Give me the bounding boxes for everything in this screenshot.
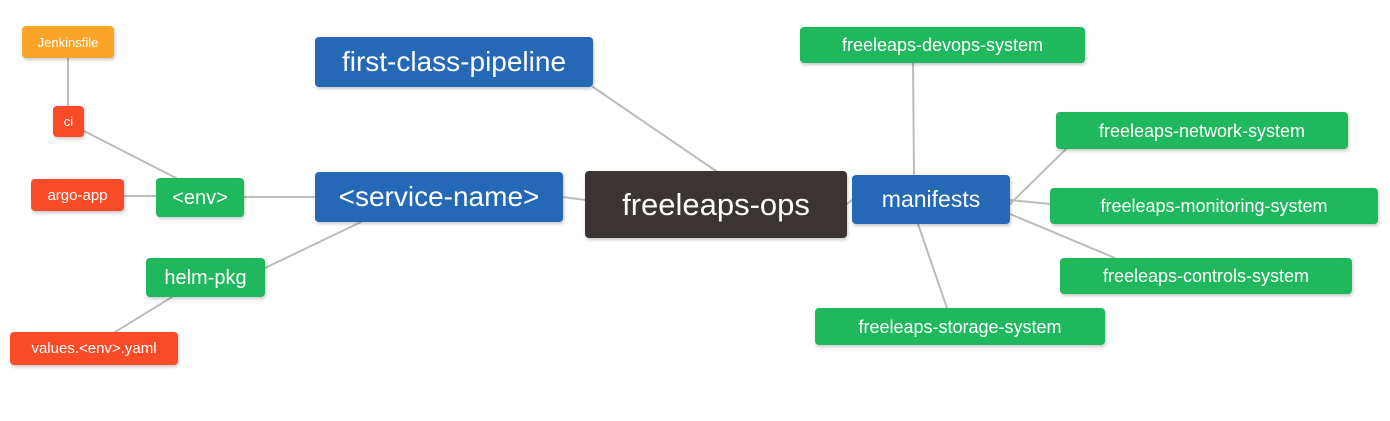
mindmap-node-label: helm-pkg [164,266,247,289]
mindmap-node-freeleaps-storage-system[interactable]: freeleaps-storage-system [815,308,1105,345]
edge-manifests-to-freeleaps-monitoring-system [1009,199,1051,205]
mindmap-node-helm-pkg[interactable]: helm-pkg [146,258,265,297]
edge-manifests-to-freeleaps-devops-system [912,62,915,176]
mindmap-node-manifests[interactable]: manifests [852,175,1010,224]
mindmap-node-label: Jenkinsfile [37,34,99,50]
mindmap-node-label: manifests [881,186,981,212]
mindmap-node-freeleaps-network-system[interactable]: freeleaps-network-system [1056,112,1348,149]
edge-helm-pkg-to-values-env-yaml [114,296,173,333]
mindmap-node-label: argo-app [47,186,108,204]
mindmap-node-label: <env> [172,186,228,209]
mindmap-node-ci[interactable]: ci [53,106,84,137]
mindmap-node-label: freeleaps-network-system [1098,120,1306,141]
mindmap-node-label: values.<env>.yaml [31,340,157,357]
mindmap-node-freeleaps-devops-system[interactable]: freeleaps-devops-system [800,27,1085,63]
edge-manifests-to-freeleaps-storage-system [917,223,948,309]
edge-service-name-to-freeleaps-ops [562,196,586,201]
mindmap-node-values-env-yaml[interactable]: values.<env>.yaml [10,332,178,365]
mindmap-node-label: freeleaps-storage-system [858,316,1062,337]
mindmap-node-label: first-class-pipeline [341,46,567,77]
edge-first-class-pipeline-to-freeleaps-ops [592,86,717,172]
mindmap-node-freeleaps-controls-system[interactable]: freeleaps-controls-system [1060,258,1352,294]
mindmap-node-label: <service-name> [338,181,540,212]
mindmap-node-label: ci [63,114,74,129]
mindmap-node-service-name[interactable]: <service-name> [315,172,563,222]
mindmap-node-label: freeleaps-monitoring-system [1100,196,1328,216]
mindmap-node-argo-app[interactable]: argo-app [31,179,124,211]
mindmap-node-label: freeleaps-ops [622,187,810,222]
mindmap-node-env[interactable]: <env> [156,178,244,217]
mindmap-node-label: freeleaps-devops-system [841,35,1044,55]
edge-service-name-to-helm-pkg [264,221,362,269]
mindmap-node-Jenkinsfile[interactable]: Jenkinsfile [22,26,114,58]
mindmap-node-freeleaps-ops[interactable]: freeleaps-ops [585,171,847,238]
edge-env-to-ci [83,130,177,179]
mindmap-node-label: freeleaps-controls-system [1102,266,1310,286]
mindmap-node-freeleaps-monitoring-system[interactable]: freeleaps-monitoring-system [1050,188,1378,224]
mindmap-node-first-class-pipeline[interactable]: first-class-pipeline [315,37,593,87]
